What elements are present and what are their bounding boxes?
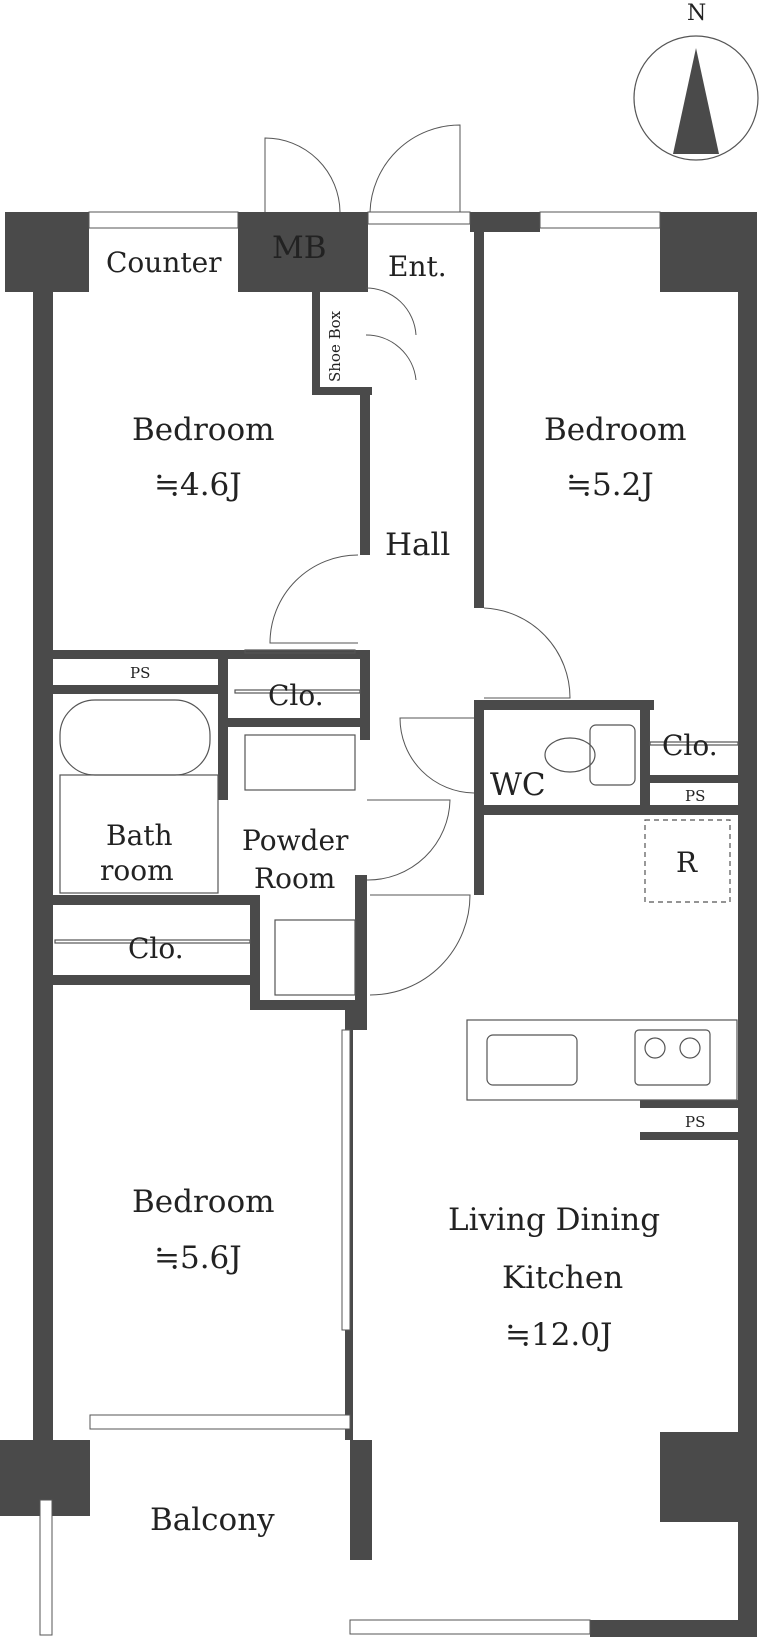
closet-rail-hall (234, 689, 361, 694)
door-bedroom-nw (269, 554, 359, 644)
balcony-label: Balcony (150, 1502, 275, 1538)
door-bedroom-ne (483, 607, 571, 699)
closet-hall-label: Clo. (268, 679, 324, 712)
wall-laundry-south (250, 1000, 365, 1010)
wall-ps-kitchen (640, 1100, 738, 1108)
ldk-label-line1: Living Dining (448, 1202, 660, 1238)
wall-ps-kitchen-bottom (640, 1132, 738, 1140)
wall-ps-top (53, 650, 353, 659)
wall-hall-east-lower (474, 815, 484, 895)
wall-laundry-west (250, 895, 260, 1010)
windows (39, 211, 661, 1636)
wall-bath-east (218, 650, 228, 800)
wall-clo-top (228, 650, 363, 659)
pillar-east-lower (660, 1432, 757, 1522)
refrigerator-space (644, 819, 731, 903)
powder-label-line1: Powder (242, 824, 349, 857)
refrigerator-label: R (676, 846, 698, 879)
powder-label-line2: Room (254, 862, 335, 895)
ps-top-left-label: PS (130, 664, 150, 682)
wall-south (590, 1620, 757, 1637)
ldk-size: ≒12.0J (505, 1317, 612, 1353)
window-south (349, 1619, 591, 1635)
wall-balcony-divider (350, 1440, 372, 1560)
closet-ne-label: Clo. (662, 729, 718, 762)
wall-ps-bottom (53, 685, 228, 694)
wall-clo-east (360, 650, 370, 740)
door-powder (366, 799, 451, 881)
bath-shower-area (59, 774, 219, 894)
mb-label: MB (272, 230, 327, 266)
door-wc (399, 717, 475, 794)
wall-wc-east (640, 700, 650, 815)
closet-rail-sw (54, 939, 251, 944)
door-mb-left (264, 137, 341, 213)
window-balcony-rail (39, 1499, 53, 1636)
wall-hall-east (474, 228, 484, 608)
bedroom-nw-size: ≒4.6J (154, 467, 242, 503)
sliding-door-bedroom-sw (341, 1029, 351, 1331)
wall-powder-east (355, 875, 367, 1025)
exterior-walls (0, 212, 757, 1637)
wall-shoebox-south (312, 387, 372, 395)
counter-label: Counter (106, 246, 222, 279)
bedroom-sw-size: ≒5.6J (154, 1240, 242, 1276)
wall-wc-top (474, 700, 654, 710)
closet-rail-top-left (244, 649, 356, 654)
doors (264, 124, 571, 996)
window-north-entry (367, 211, 471, 225)
kitchen-sink (486, 1034, 578, 1086)
wall-hall-west (360, 390, 370, 555)
bedroom-ne-label: Bedroom (544, 412, 687, 448)
wall-east (738, 212, 757, 1637)
bathtub (59, 699, 211, 776)
bath-label-line2: room (100, 854, 174, 887)
compass: N (633, 1, 759, 161)
bedroom-sw-label: Bedroom (132, 1184, 275, 1220)
toilet-bowl (544, 737, 596, 773)
door-ldk (369, 894, 471, 996)
wall-north-mb (238, 212, 368, 292)
window-north-bedroom-ne (539, 211, 661, 229)
ldk-label-line2: Kitchen (502, 1260, 623, 1296)
toilet (589, 724, 636, 786)
window-north-counter (88, 211, 239, 229)
door-entrance (369, 124, 461, 213)
wall-clo-bottom (228, 718, 363, 727)
bedroom-ne-size: ≒5.2J (566, 467, 654, 503)
room-labels: Counter MB Ent. Shoe Box Bedroom ≒4.6J B… (100, 230, 718, 1538)
hall-label: Hall (385, 527, 450, 563)
wall-wc-west (474, 700, 484, 825)
north-arrow-icon (673, 48, 719, 154)
washer-pan (274, 919, 356, 996)
sink-powder (244, 734, 356, 791)
closet-sw-label: Clo. (128, 932, 184, 965)
window-balcony (89, 1414, 351, 1430)
fixtures (54, 649, 739, 1101)
burner-right (679, 1037, 701, 1059)
wall-bath-south (53, 895, 253, 905)
wall-shoebox-west (312, 280, 320, 395)
burner-left (644, 1037, 666, 1059)
ps-kitchen-label: PS (685, 1113, 705, 1131)
wc-label: WC (490, 767, 546, 803)
wall-north-right (470, 212, 540, 232)
ps-wc-label: PS (685, 787, 705, 805)
shoe-box-label: Shoe Box (326, 310, 344, 382)
bedroom-nw-label: Bedroom (132, 412, 275, 448)
wall-clo-sw-bottom (53, 975, 253, 985)
closet-rail-ne (649, 741, 739, 746)
stove (634, 1029, 711, 1086)
bath-label-line1: Bath (106, 819, 173, 852)
kitchen-counter (466, 1019, 738, 1101)
wall-west (33, 212, 53, 1452)
entrance-label: Ent. (388, 250, 447, 283)
wall-ps-wc-top (650, 775, 738, 783)
wall-wc-bottom (474, 805, 738, 815)
compass-north-label: N (687, 1, 706, 26)
door-shoebox-upper (365, 287, 417, 336)
door-shoebox-lower (365, 334, 417, 381)
